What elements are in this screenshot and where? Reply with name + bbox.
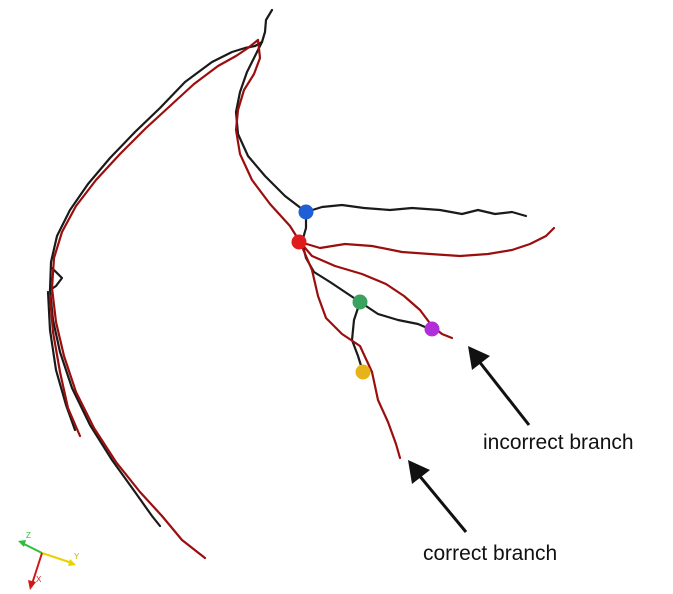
correct-branch-label: correct branch [423, 542, 557, 565]
black-green-to-yellow [350, 300, 365, 374]
axis-x-label: X [36, 575, 42, 584]
axis-z-line [21, 542, 43, 554]
red-long-right-branch [298, 226, 556, 258]
node-green-marker [352, 294, 368, 310]
axis-x-line [31, 552, 43, 585]
black-main-trunk [48, 8, 274, 528]
correct-branch-arrow [408, 460, 468, 533]
red-left-strand [48, 294, 82, 438]
node-blue-marker [298, 204, 314, 220]
axis-z-arrow-icon [18, 540, 26, 547]
black-green-to-purple [358, 300, 434, 332]
black-stem [300, 210, 362, 304]
orientation-triad: Z Y X [18, 531, 80, 590]
axis-y-label: Y [74, 552, 80, 561]
axis-y-line [41, 552, 73, 564]
red-main-trunk [50, 38, 260, 560]
incorrect-branch-label: incorrect branch [483, 431, 634, 454]
axis-y-arrow-icon [68, 559, 76, 566]
black-upper-branch [234, 40, 308, 214]
node-red-marker [291, 234, 307, 250]
black-vessel-tree [46, 8, 528, 528]
red-upper-branch [234, 38, 302, 244]
incorrect-branch-arrow [468, 346, 531, 426]
node-yellow-marker [355, 364, 371, 380]
node-purple-marker [424, 321, 440, 337]
axis-z-label: Z [26, 531, 31, 540]
red-vessel-tree [48, 38, 556, 560]
red-correct-branch [298, 240, 402, 460]
black-left-strand [46, 290, 77, 432]
axis-x-arrow-icon [28, 580, 36, 590]
black-long-right-branch [304, 203, 528, 218]
